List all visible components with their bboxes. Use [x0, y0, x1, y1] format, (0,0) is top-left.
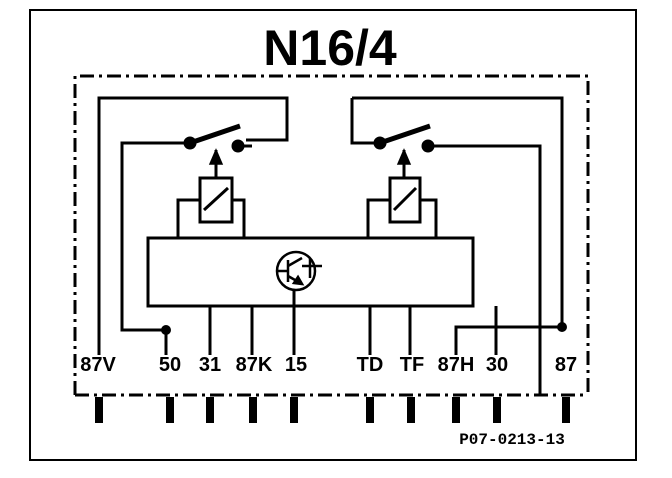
left-relay [120, 123, 252, 332]
module-housing-dashed [73, 74, 590, 395]
terminal-label-TF: TF [400, 354, 424, 376]
transistor-icon [275, 250, 322, 292]
pin-TF [407, 397, 415, 423]
pin-87 [562, 397, 570, 423]
outer-frame [29, 9, 637, 461]
pin-87V [95, 397, 103, 423]
terminal-label-31: 31 [199, 354, 221, 376]
figure-reference: P07-0213-13 [459, 431, 565, 449]
pin-87H [452, 397, 460, 423]
terminal-pins [95, 397, 570, 423]
pin-87K [249, 397, 257, 423]
terminal-label-TD: TD [357, 354, 384, 376]
terminal-label-50: 50 [159, 354, 181, 376]
terminal-label-15: 15 [285, 354, 307, 376]
terminal-label-87K: 87K [236, 354, 273, 376]
pin-TD [366, 397, 374, 423]
junction-87 [557, 322, 567, 332]
junction-50 [161, 325, 171, 335]
pin-50 [166, 397, 174, 423]
terminal-label-30: 30 [486, 354, 508, 376]
terminal-label-87H: 87H [438, 354, 475, 376]
terminal-label-87: 87 [555, 354, 577, 376]
module-title: N16/4 [263, 20, 397, 76]
control-unit-block [146, 236, 475, 308]
pin-31 [206, 397, 214, 423]
wiring [97, 96, 564, 355]
right-relay [350, 98, 542, 395]
terminal-label-87V: 87V [80, 354, 116, 376]
pin-30 [493, 397, 501, 423]
pin-15 [290, 397, 298, 423]
